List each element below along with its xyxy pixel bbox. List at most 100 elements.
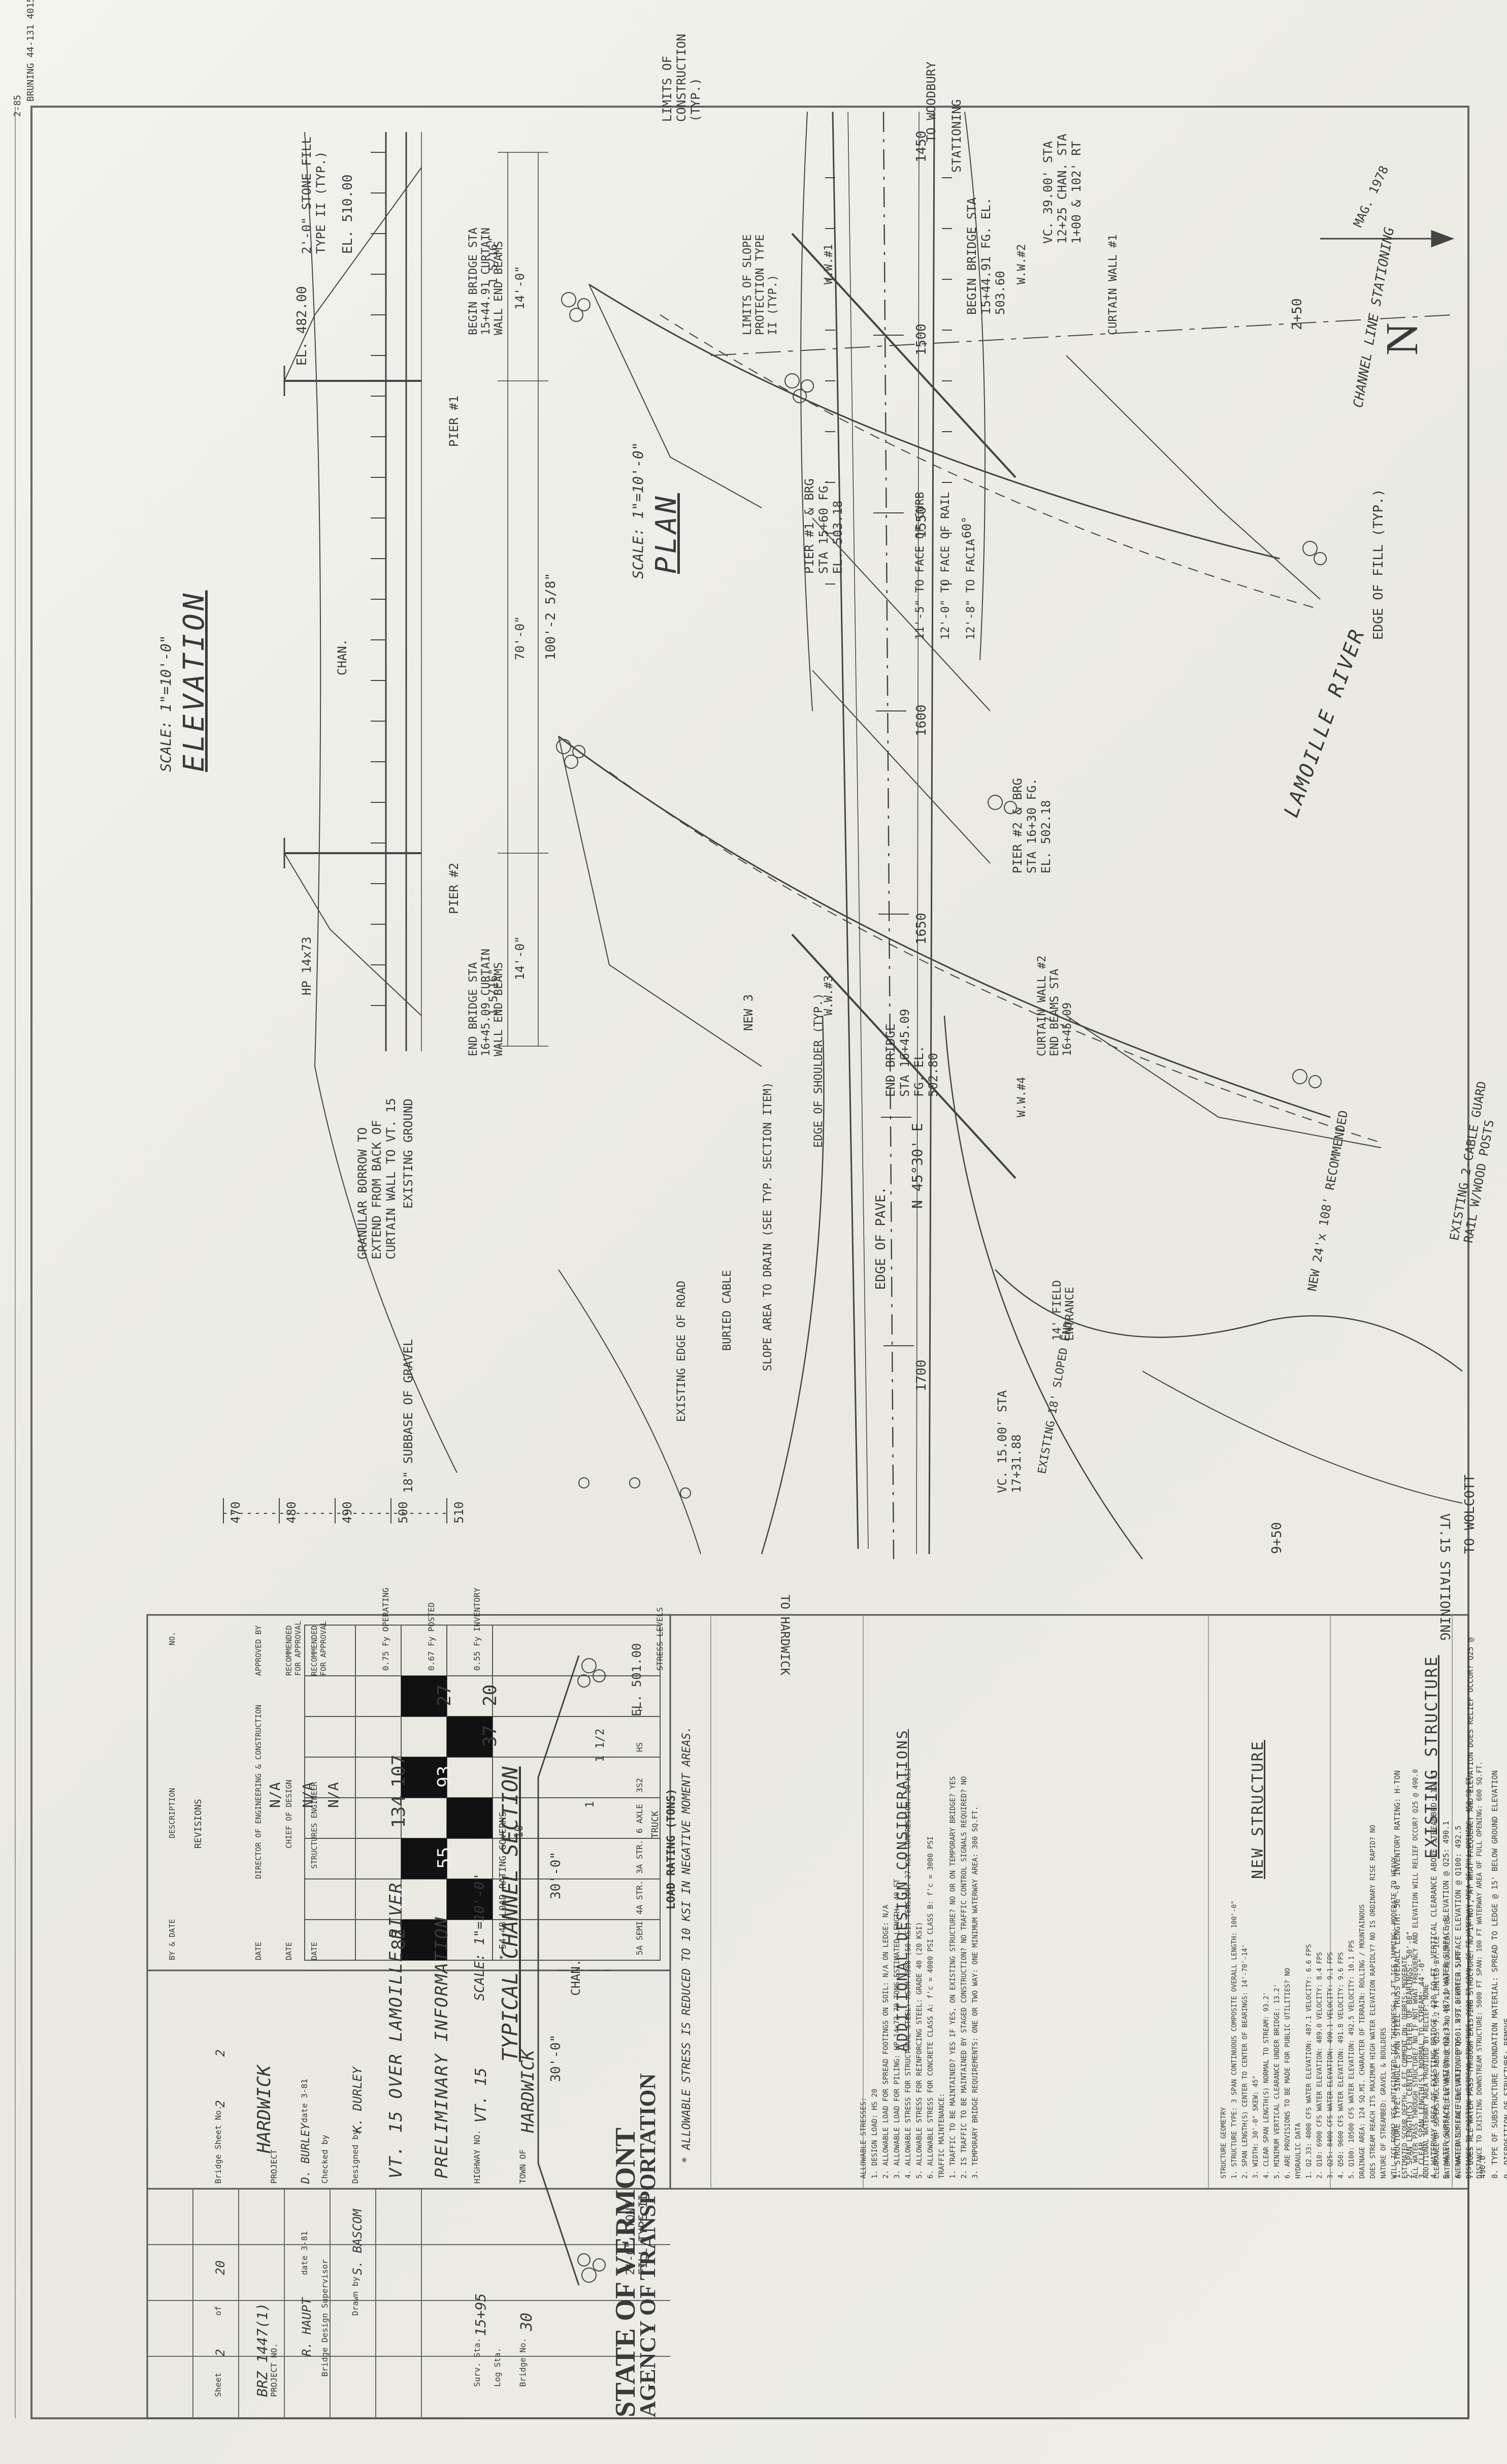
load-col-6axle: 6 AXLE [635,1804,644,1833]
plan-pier2: PIER #2 & BRG STA 16+30 FG. EL. 502.18 [1010,778,1053,873]
elev-dim-span3: 14'-0" [513,936,527,980]
elev-dim-span1: 14'-0" [513,266,527,310]
load-col-3astr: 3A STR. [635,1839,644,1874]
load-rating-subtitle: TRUCK [650,1810,661,1838]
elev-pier1: PIER #1 [447,395,461,447]
plan-buried-cable: BURIED CABLE [721,1270,734,1351]
title-supervisor: R. HAUPT [300,2297,314,2356]
revisions-description: DESCRIPTION [168,1788,177,1838]
load-rating-title: LOAD RATING (TONS) [665,1788,678,1909]
elevation-scale: SCALE: 1"=10'-0" [157,635,174,772]
plan-edge-shoulder: EDGE OF SHOULDER (TYP.) [812,993,825,1148]
elev-dim-total: 100'-2 5/8" [543,572,559,660]
plan-station-1700: 1700 [914,1359,929,1391]
typical-section-right: 30'-0" [548,2034,564,2082]
load-rating-stress: STRESS LEVELS [655,1607,665,1671]
load-row-label: 0.55 Fy INVENTORY [472,1587,482,1671]
plan-to-wolcott: TO WOLCOTT [1462,1474,1478,1554]
title-checked-label: Checked by [320,2134,330,2184]
load-col-5asemi: 5A SEMI [635,1921,644,1955]
title-project: HARDWICK [254,2065,275,2153]
additional-line: 1. TRAFFIC TO BE MAINTAINED? YES IF YES,… [949,1776,957,2179]
typical-section-view [537,1655,609,2286]
plan-end-bridge: END BRIDGE STA 16+45.09 FG. EL. 502.80 [883,1009,940,1097]
new-line: 4. CLEAR SPAN LENGTH(S) NORMAL TO STREAM… [1263,1992,1270,2179]
approval-recommended: RECOMMENDED FOR APPROVAL [310,1620,328,1676]
new-line: 3. WIDTH: 30'-0" SKEW: 45° [1252,2075,1260,2179]
existing-line: 8. TYPE OF SUBSTRUCTURE FOUNDATION MATER… [1490,1770,1499,2179]
plan-begin-bridge: BEGIN BRIDGE STA 15+44.91 FG. EL. 503.60 [965,197,1007,315]
bruning-mark: BRUNING 44-131 40151 [25,0,36,102]
plan-new-vt15: 2+50 [1290,298,1305,330]
new-line: 1. STRUCTURE TYPE: 3 SPAN CONTINUOUS COM… [1231,1900,1238,2179]
title-drawing-title: PRELIMINARY INFORMATION [432,1916,452,2179]
new-line: ESTIMATED SCOUR DEPTH: 6 FT COMMENT ON: … [1401,1956,1409,2179]
new-line: 1. Q2.33: 4000 CFS WATER ELEVATION: 487.… [1305,1944,1313,2179]
plan-edge-of-fill: EDGE OF FILL (TYP.) [1371,489,1386,640]
additional-line: 3. TEMPORARY BRIDGE REQUIREMENTS: ONE OR… [971,1806,979,2179]
load-rating-dark-cells [401,1676,493,1960]
additional-design-list: ALLOWABLE STRESSES: 1. DESIGN LOAD: HS 2… [858,1625,981,2179]
title-supervisor-label: Bridge Design Supervisor [320,2259,330,2377]
title-survey-sta-label: Surv. Sta. [472,2338,482,2387]
title-project-no: BRZ 1447(1) [254,2303,271,2397]
plan-slope-area: SLOPE AREA TO DRAIN (SEE TYP. SECTION IT… [762,1082,774,1371]
load-cell: 107 [388,1754,409,1788]
new-line: 2. SPAN LENGTH(S) CENTER TO CENTER OF BE… [1241,1944,1249,2179]
approval-na-3: N/A [267,1782,283,1808]
new-line: 6. ARE PROVISIONS TO BE MADE FOR PUBLIC … [1284,1968,1292,2179]
title-log-sta: Log Sta. [493,2347,502,2387]
typical-section-slope-a: 1 1/2 [594,1728,607,1762]
title-drawn-label: Drawn by [350,2276,360,2316]
title-supervisor-date: date 3-81 [300,2231,309,2275]
typical-section-left: 30'-0" [548,1852,564,1899]
additional-line: 6. ALLOWABLE STRESS FOR CONCRETE CLASS A… [927,1836,935,2179]
plan-vt15-stationing: VT.15 STATIONING [1437,1513,1452,1641]
elev-hp: HP 14x73 [300,936,314,995]
elev-dim-b: 1 5/16" [487,968,500,1016]
title-designed-label: Designed by [350,2130,360,2184]
elev-subbase: 18" SUBBASE OF GRAVEL [401,1339,415,1493]
new-line: WILL ICE FORM? YES ANTICIPATED ICE THICK… [1391,1857,1398,2179]
title-sheet: 2 [213,2349,227,2356]
title-drawing-title2: VT. 15 OVER LAMOILLE RIVER [386,1882,406,2179]
new-structure-list: STRUCTURE GEOMETRY 1. STRUCTURE TYPE: 3 … [1219,1625,1485,2179]
elev-el-482: EL. 482.00 [294,286,310,366]
elevation-title: ELEVATION [178,590,211,772]
new-line: NATURE OF STREAMBED: GRAVEL & BOULDERS [1380,2027,1388,2179]
plan-to-face-rail: 12'-0" TO FACE OF RAIL [939,492,952,640]
new-line: ALL WATER PASS THROUGH STRUCTURE? NO IF … [1412,1769,1420,2179]
plan-pier1: PIER #1 & BRG STA 15+60 FG. EL. 503.18 [802,478,845,574]
title-town: HARDWICK [518,2050,538,2133]
additional-line: 4. ALLOWABLE STRESS FOR STRUCTURAL STEEL… [904,1767,912,2179]
load-col-3s2: 3S2 [635,1778,644,1793]
new-line: 5. Q100: 10500 CFS WATER ELEVATION: 492.… [1348,1940,1356,2179]
new-line: STRUCTURE GEOMETRY [1220,2107,1228,2179]
new-line: DOES STREAM REACH ITS MAXIMUM HIGH WATER… [1369,1825,1377,2179]
elev-el-510: EL. 510.00 [340,174,355,254]
plan-to-woodbury: TO WOODBURY [924,61,938,142]
new-line: AVERAGE DAILY LOW FLOW (ADLF) DEPTH: 1.5… [1455,1952,1462,2179]
title-checked-date: date 3-81 [300,2079,309,2123]
approval-na-2: N/A [300,1782,316,1808]
load-cell: 27 [434,1684,455,1706]
new-line: HYDRAULIC DATA [1295,2123,1302,2179]
plan-vc-top: VC. 39.00' STA 12+25 CHAN. STA 1+00 & 10… [1041,134,1084,244]
title-drawn-by: S. BASCOM [350,2209,365,2275]
elev-scale-510: 510 [452,1501,466,1523]
new-line: DRAINAGE AREA: 124 SQ.MI. CHARACTER OF T… [1359,1904,1366,2179]
elev-existing-ground: EXISTING GROUND [401,1098,415,1209]
load-col-h: H [635,1706,644,1711]
plan-limits-slope: LIMITS OF SLOPE PROTECTION TYPE II (TYP.… [741,234,779,335]
new-line: 5. MINIMUM VERTICAL CLEARANCE UNDER BRID… [1273,1984,1281,2179]
revisions-no: NO. [168,1631,177,1645]
load-rating-footnote: * 54-48 LOAD RATING GOVERNS [498,1811,508,1960]
load-cell: 55 [434,1846,455,1869]
title-sheet-label: Sheet [213,2372,223,2397]
load-cell: 20 [480,1684,501,1706]
approval-date-2: DATE [284,1941,293,1960]
plan-limits-construction: LIMITS OF CONSTRUCTION (TYP.) [660,34,703,122]
plan-vc-bottom: VC. 15.00' STA 17+31.88 [995,1390,1024,1493]
approval-date-1: DATE [310,1941,319,1960]
